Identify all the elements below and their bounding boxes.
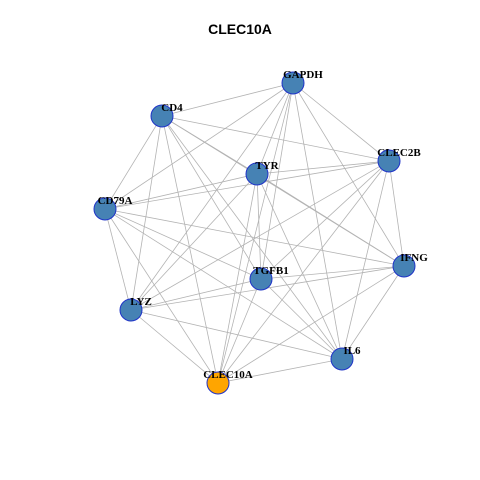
edge-tgfb1-clec10a [217,278,262,384]
edge-il6-clec10a [217,358,343,384]
edge-cd4-lyz [130,115,163,311]
node-il6 [330,347,354,371]
node-label-cd79a: CD79A [98,195,133,207]
node-label-tgfb1: TGFB1 [253,265,288,277]
edge-cd79a-tgfb1 [104,208,262,280]
edge-tyr-lyz [130,173,258,311]
edge-tgfb1-il6 [260,278,343,360]
edge-cd4-il6 [161,115,343,360]
edge-cd4-clec2b [161,115,390,162]
edge-ifng-clec10a [217,265,405,384]
edge-tyr-tgfb1 [256,173,262,280]
node-layer [93,71,416,395]
edge-tyr-cd79a [104,173,258,210]
edge-gapdh-ifng [292,82,405,267]
node-clec2b [377,149,401,173]
edge-clec2b-tgfb1 [260,160,390,280]
node-label-gapdh: GAPDH [283,69,323,81]
node-ifng [392,254,416,278]
node-lyz [119,298,143,322]
edge-clec2b-il6 [341,160,390,360]
edge-gapdh-tgfb1 [260,82,294,280]
edge-gapdh-clec2b [292,82,390,162]
edge-layer [104,82,405,384]
node-cd4 [150,104,174,128]
edge-cd4-cd79a [104,115,163,210]
node-label-ifng: IFNG [400,252,428,264]
node-label-clec10a: CLEC10A [203,369,253,381]
edge-lyz-clec10a [130,309,219,384]
node-label-tyr: TYR [255,160,279,172]
edge-gapdh-cd4 [161,82,294,117]
edge-gapdh-lyz [130,82,294,311]
edge-clec2b-tyr [256,160,390,175]
edge-cd79a-il6 [104,208,343,360]
figure-title: CLEC10A [208,21,272,37]
edge-ifng-il6 [341,265,405,360]
edge-clec2b-lyz [130,160,390,311]
edge-lyz-il6 [130,309,343,360]
edge-cd4-clec10a [161,115,219,384]
node-label-il6: IL6 [343,345,361,357]
edge-clec2b-ifng [388,160,405,267]
node-label-cd4: CD4 [161,102,183,114]
edge-tyr-clec10a [217,173,258,384]
edge-gapdh-tyr [256,82,294,175]
edge-tyr-il6 [256,173,343,360]
edge-ifng-tgfb1 [260,265,405,280]
edge-tyr-ifng [256,173,405,267]
edge-tgfb1-lyz [130,278,262,311]
node-tyr [245,162,269,186]
node-clec10a [206,371,230,395]
edge-gapdh-cd79a [104,82,294,210]
edge-cd79a-ifng [104,208,405,267]
edge-cd4-tgfb1 [161,115,262,280]
node-label-clec2b: CLEC2B [377,147,421,159]
edge-cd79a-clec10a [104,208,219,384]
node-label-lyz: LYZ [130,296,152,308]
node-tgfb1 [249,267,273,291]
edge-cd79a-lyz [104,208,132,311]
node-gapdh [281,71,305,95]
edge-clec2b-clec10a [217,160,390,384]
node-cd79a [93,197,117,221]
edge-gapdh-il6 [292,82,343,360]
